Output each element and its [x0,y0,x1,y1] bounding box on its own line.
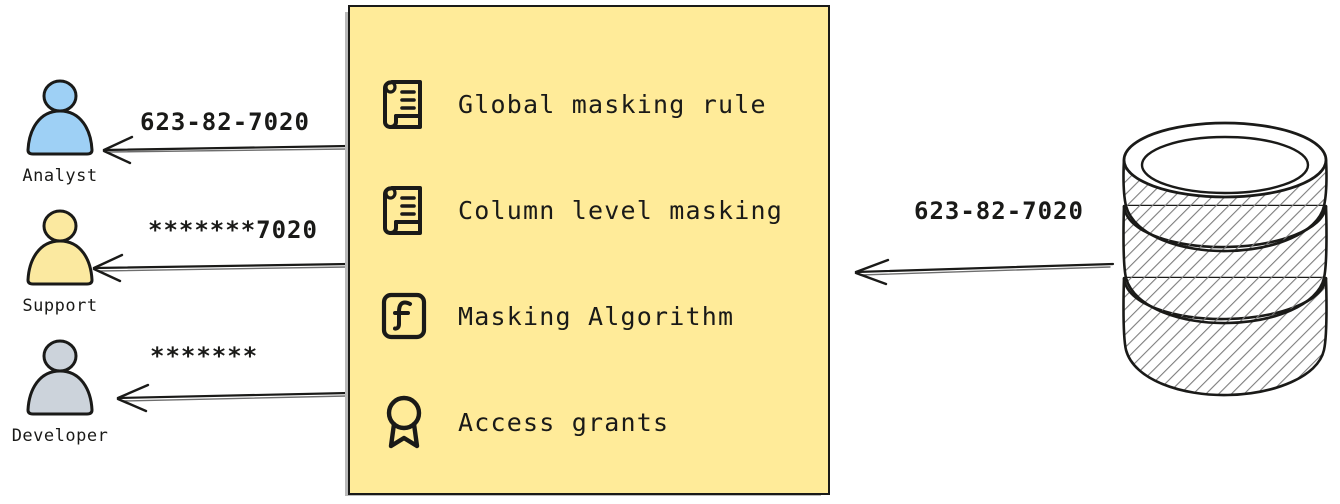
scroll-icon [378,182,430,238]
policy-item-label: Masking Algorithm [458,301,735,331]
person-icon [15,338,105,424]
policy-item-global-masking-rule[interactable]: Global masking rule [378,51,828,157]
actor-analyst[interactable]: Analyst [0,78,120,186]
function-icon [378,288,430,344]
actor-support[interactable]: Support [0,208,120,316]
developer-output-label: ******* [150,342,259,370]
award-icon [378,394,430,450]
policy-item-access-grants[interactable]: Access grants [378,369,828,475]
policy-item-column-level-masking[interactable]: Column level masking [378,157,828,263]
arrow-to-analyst [96,130,352,166]
arrow-to-developer [110,380,352,416]
database-output-label: 623-82-7020 [914,197,1084,225]
person-icon [15,78,105,164]
policy-item-masking-algorithm[interactable]: Masking Algorithm [378,263,828,369]
arrow-to-support [86,250,352,286]
policy-item-list: Global masking rule Column level masking [350,7,828,493]
masking-policy-panel: Global masking rule Column level masking [348,5,830,495]
scroll-icon [378,76,430,132]
actor-label: Developer [11,426,109,446]
policy-item-label: Global masking rule [458,89,767,119]
policy-item-label: Access grants [458,407,670,437]
person-icon [15,208,105,294]
actor-label: Analyst [22,166,98,186]
support-output-label: *******7020 [148,216,318,244]
actor-label: Support [22,296,98,316]
analyst-output-label: 623-82-7020 [140,108,310,136]
arrow-from-database [848,252,1116,288]
policy-item-label: Column level masking [458,195,784,225]
actor-developer[interactable]: Developer [0,338,120,446]
database-icon[interactable] [1112,118,1340,408]
